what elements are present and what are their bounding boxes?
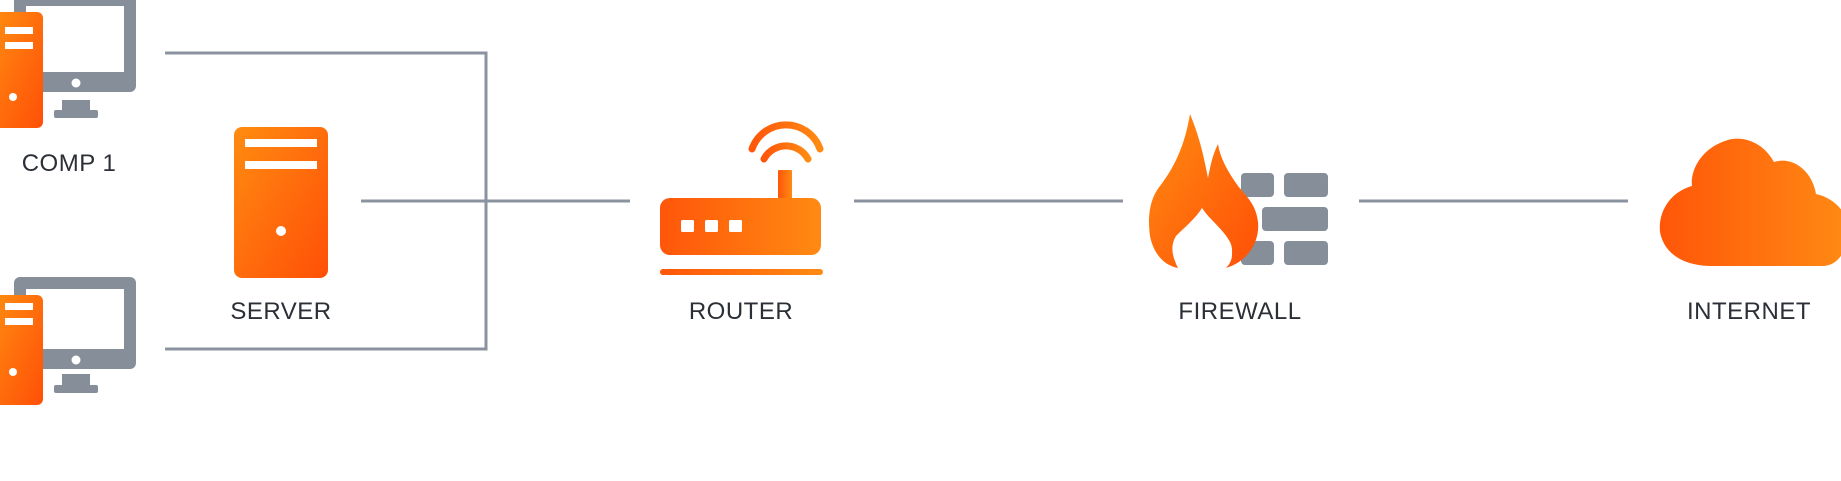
router-label: ROUTER xyxy=(688,298,794,325)
server-label: SERVER xyxy=(230,298,332,325)
desktop-computer-icon xyxy=(0,277,136,405)
connection-lines xyxy=(165,51,1628,351)
firewall-label: FIREWALL xyxy=(1178,298,1302,325)
internet-label: INTERNET xyxy=(1687,298,1811,325)
desktop-computer-icon xyxy=(0,0,136,128)
cloud-icon xyxy=(1659,138,1841,266)
wifi-router-icon xyxy=(660,121,824,275)
firewall-flame-icon xyxy=(1149,114,1328,268)
server-tower-icon xyxy=(234,127,328,278)
comp1-label: COMP 1 xyxy=(21,150,117,177)
